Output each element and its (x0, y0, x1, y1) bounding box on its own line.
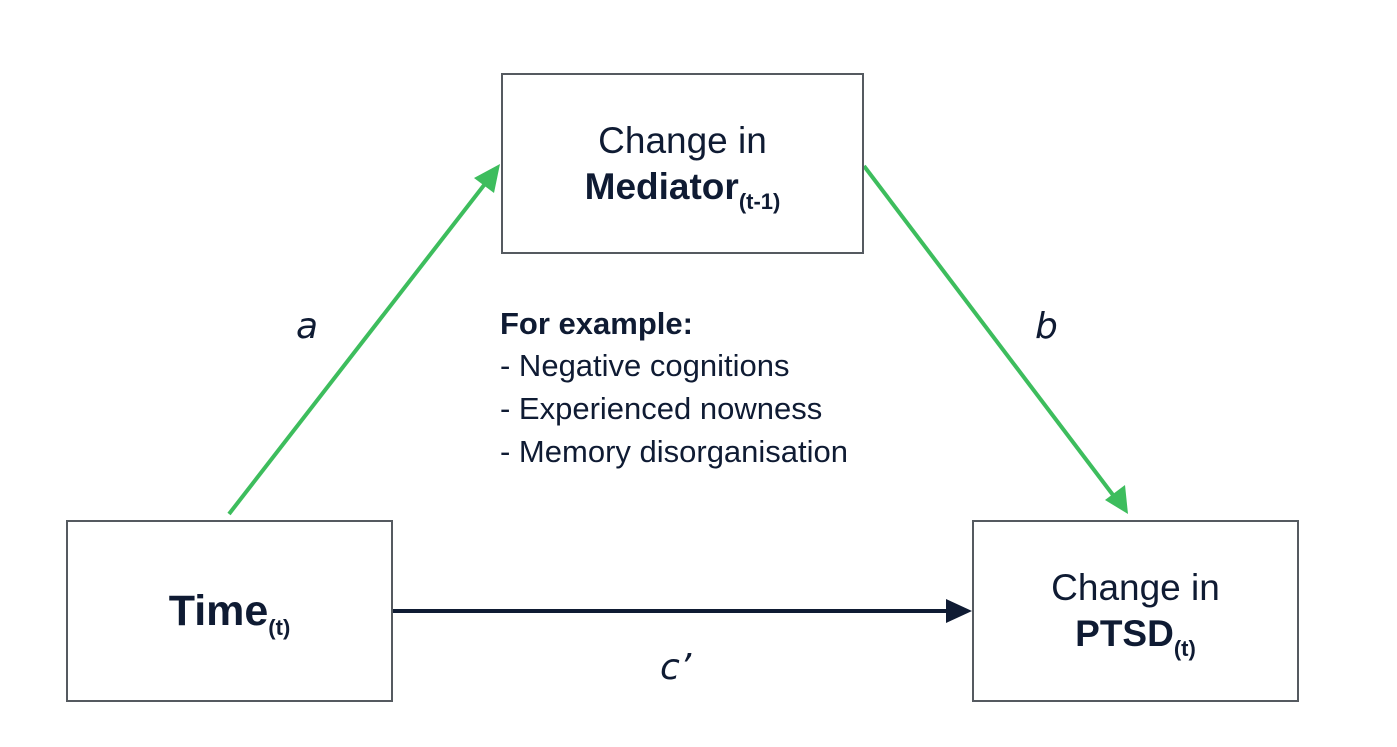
mediator-label: Mediator (584, 165, 739, 207)
ptsd-box-line2: PTSD(t) (1075, 611, 1196, 660)
time-label: Time (168, 587, 269, 635)
path-label-a: a (296, 306, 319, 347)
examples-heading: For example: (500, 306, 693, 341)
examples-list: - Negative cognitions - Experienced nown… (500, 344, 848, 473)
time-box-line: Time(t) (168, 585, 291, 640)
time-subscript: (t) (268, 615, 291, 640)
path-label-b: b (1035, 306, 1058, 347)
mediator-box: Change in Mediator(t-1) (501, 73, 864, 254)
ptsd-subscript: (t) (1173, 636, 1196, 661)
mediator-examples: For example: - Negative cognitions - Exp… (500, 304, 848, 473)
example-item: - Experienced nowness (500, 391, 823, 426)
example-item: - Negative cognitions (500, 348, 790, 383)
mediator-subscript: (t-1) (738, 188, 781, 214)
path-label-c-prime: c’ (660, 647, 692, 688)
arrow-c-prime (393, 599, 972, 623)
ptsd-box: Change in PTSD(t) (972, 520, 1299, 702)
arrow-b (862, 164, 1128, 514)
mediator-box-line1: Change in (598, 119, 767, 161)
mediator-box-line2: Mediator(t-1) (584, 164, 781, 213)
time-box: Time(t) (66, 520, 393, 702)
ptsd-box-line1: Change in (1051, 567, 1220, 608)
ptsd-label: PTSD (1075, 613, 1174, 654)
arrow-a (227, 164, 500, 516)
example-item: - Memory disorganisation (500, 434, 849, 469)
